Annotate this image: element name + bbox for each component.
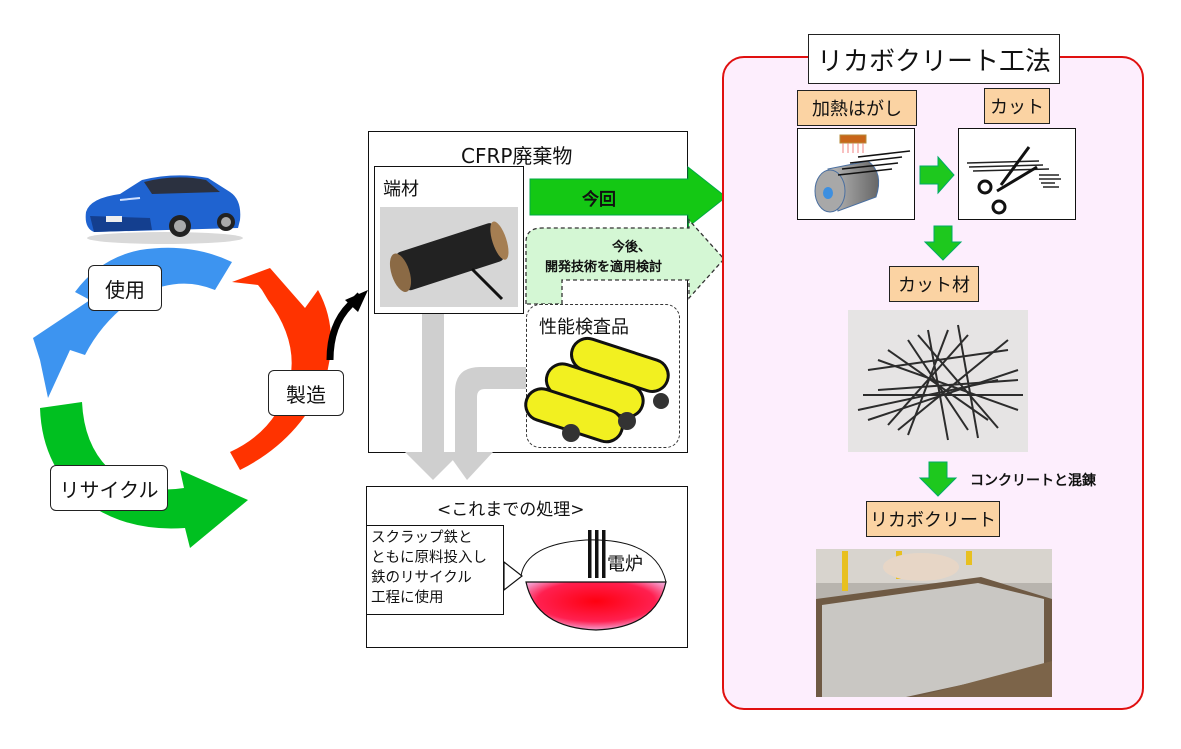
previous-process-description: スクラップ鉄と ともに原料投入し 鉄のリサイクル 工程に使用 xyxy=(366,525,504,615)
cut-image xyxy=(958,128,1076,220)
inspected-label: 性能検査品 xyxy=(539,317,629,338)
recabocrete-title: リカボクリート工法 xyxy=(808,34,1060,84)
future-label-line2: 開発技術を適用検討 xyxy=(545,260,663,275)
future-arrow xyxy=(525,218,725,305)
to-cfrp-arrow xyxy=(326,292,363,361)
cut-material-label: カット材 xyxy=(889,266,979,302)
final-product-label: リカボクリート xyxy=(866,501,1000,537)
future-label-line1: 今後、 xyxy=(612,240,652,255)
car-photo xyxy=(85,175,243,244)
stage-label-recycle: リサイクル xyxy=(50,465,168,511)
cut-label: カット xyxy=(984,88,1050,124)
cut-material-photo xyxy=(848,310,1028,452)
stage-label-manufacture: 製造 xyxy=(268,370,344,416)
use-arrow xyxy=(33,247,232,398)
previous-process-title: <これまでの処理> xyxy=(437,500,585,520)
furnace-label: 電炉 xyxy=(607,554,643,575)
gray-flow-arrows xyxy=(405,312,530,480)
concrete-slab-photo xyxy=(816,549,1052,697)
offcut-label: 端材 xyxy=(383,179,419,200)
offcut-box: 端材 xyxy=(374,166,524,314)
inspected-box: 性能検査品 xyxy=(524,304,680,448)
down-arrow-icon-1 xyxy=(923,225,963,261)
manufacture-arrow xyxy=(230,268,332,470)
mix-note: コンクリートと混錬 xyxy=(970,473,1096,489)
heat-peel-image xyxy=(797,128,915,220)
heated-drum-icon xyxy=(814,134,911,213)
stage-label-use: 使用 xyxy=(88,265,162,311)
down-arrow-icon-2 xyxy=(918,461,958,497)
furnace-diagram xyxy=(503,530,667,631)
offcut-photo xyxy=(380,207,518,307)
scissors-icon xyxy=(966,146,1061,215)
right-arrow-icon xyxy=(919,155,955,195)
current-arrow xyxy=(529,165,727,229)
heat-peel-label: 加熱はがし xyxy=(797,90,917,126)
inspected-photo xyxy=(524,336,670,444)
cfrp-waste-title: CFRP廃棄物 xyxy=(461,144,573,168)
lifecycle-cycle xyxy=(33,247,368,548)
current-label: 今回 xyxy=(582,190,616,210)
recycle-arrow xyxy=(40,402,248,548)
